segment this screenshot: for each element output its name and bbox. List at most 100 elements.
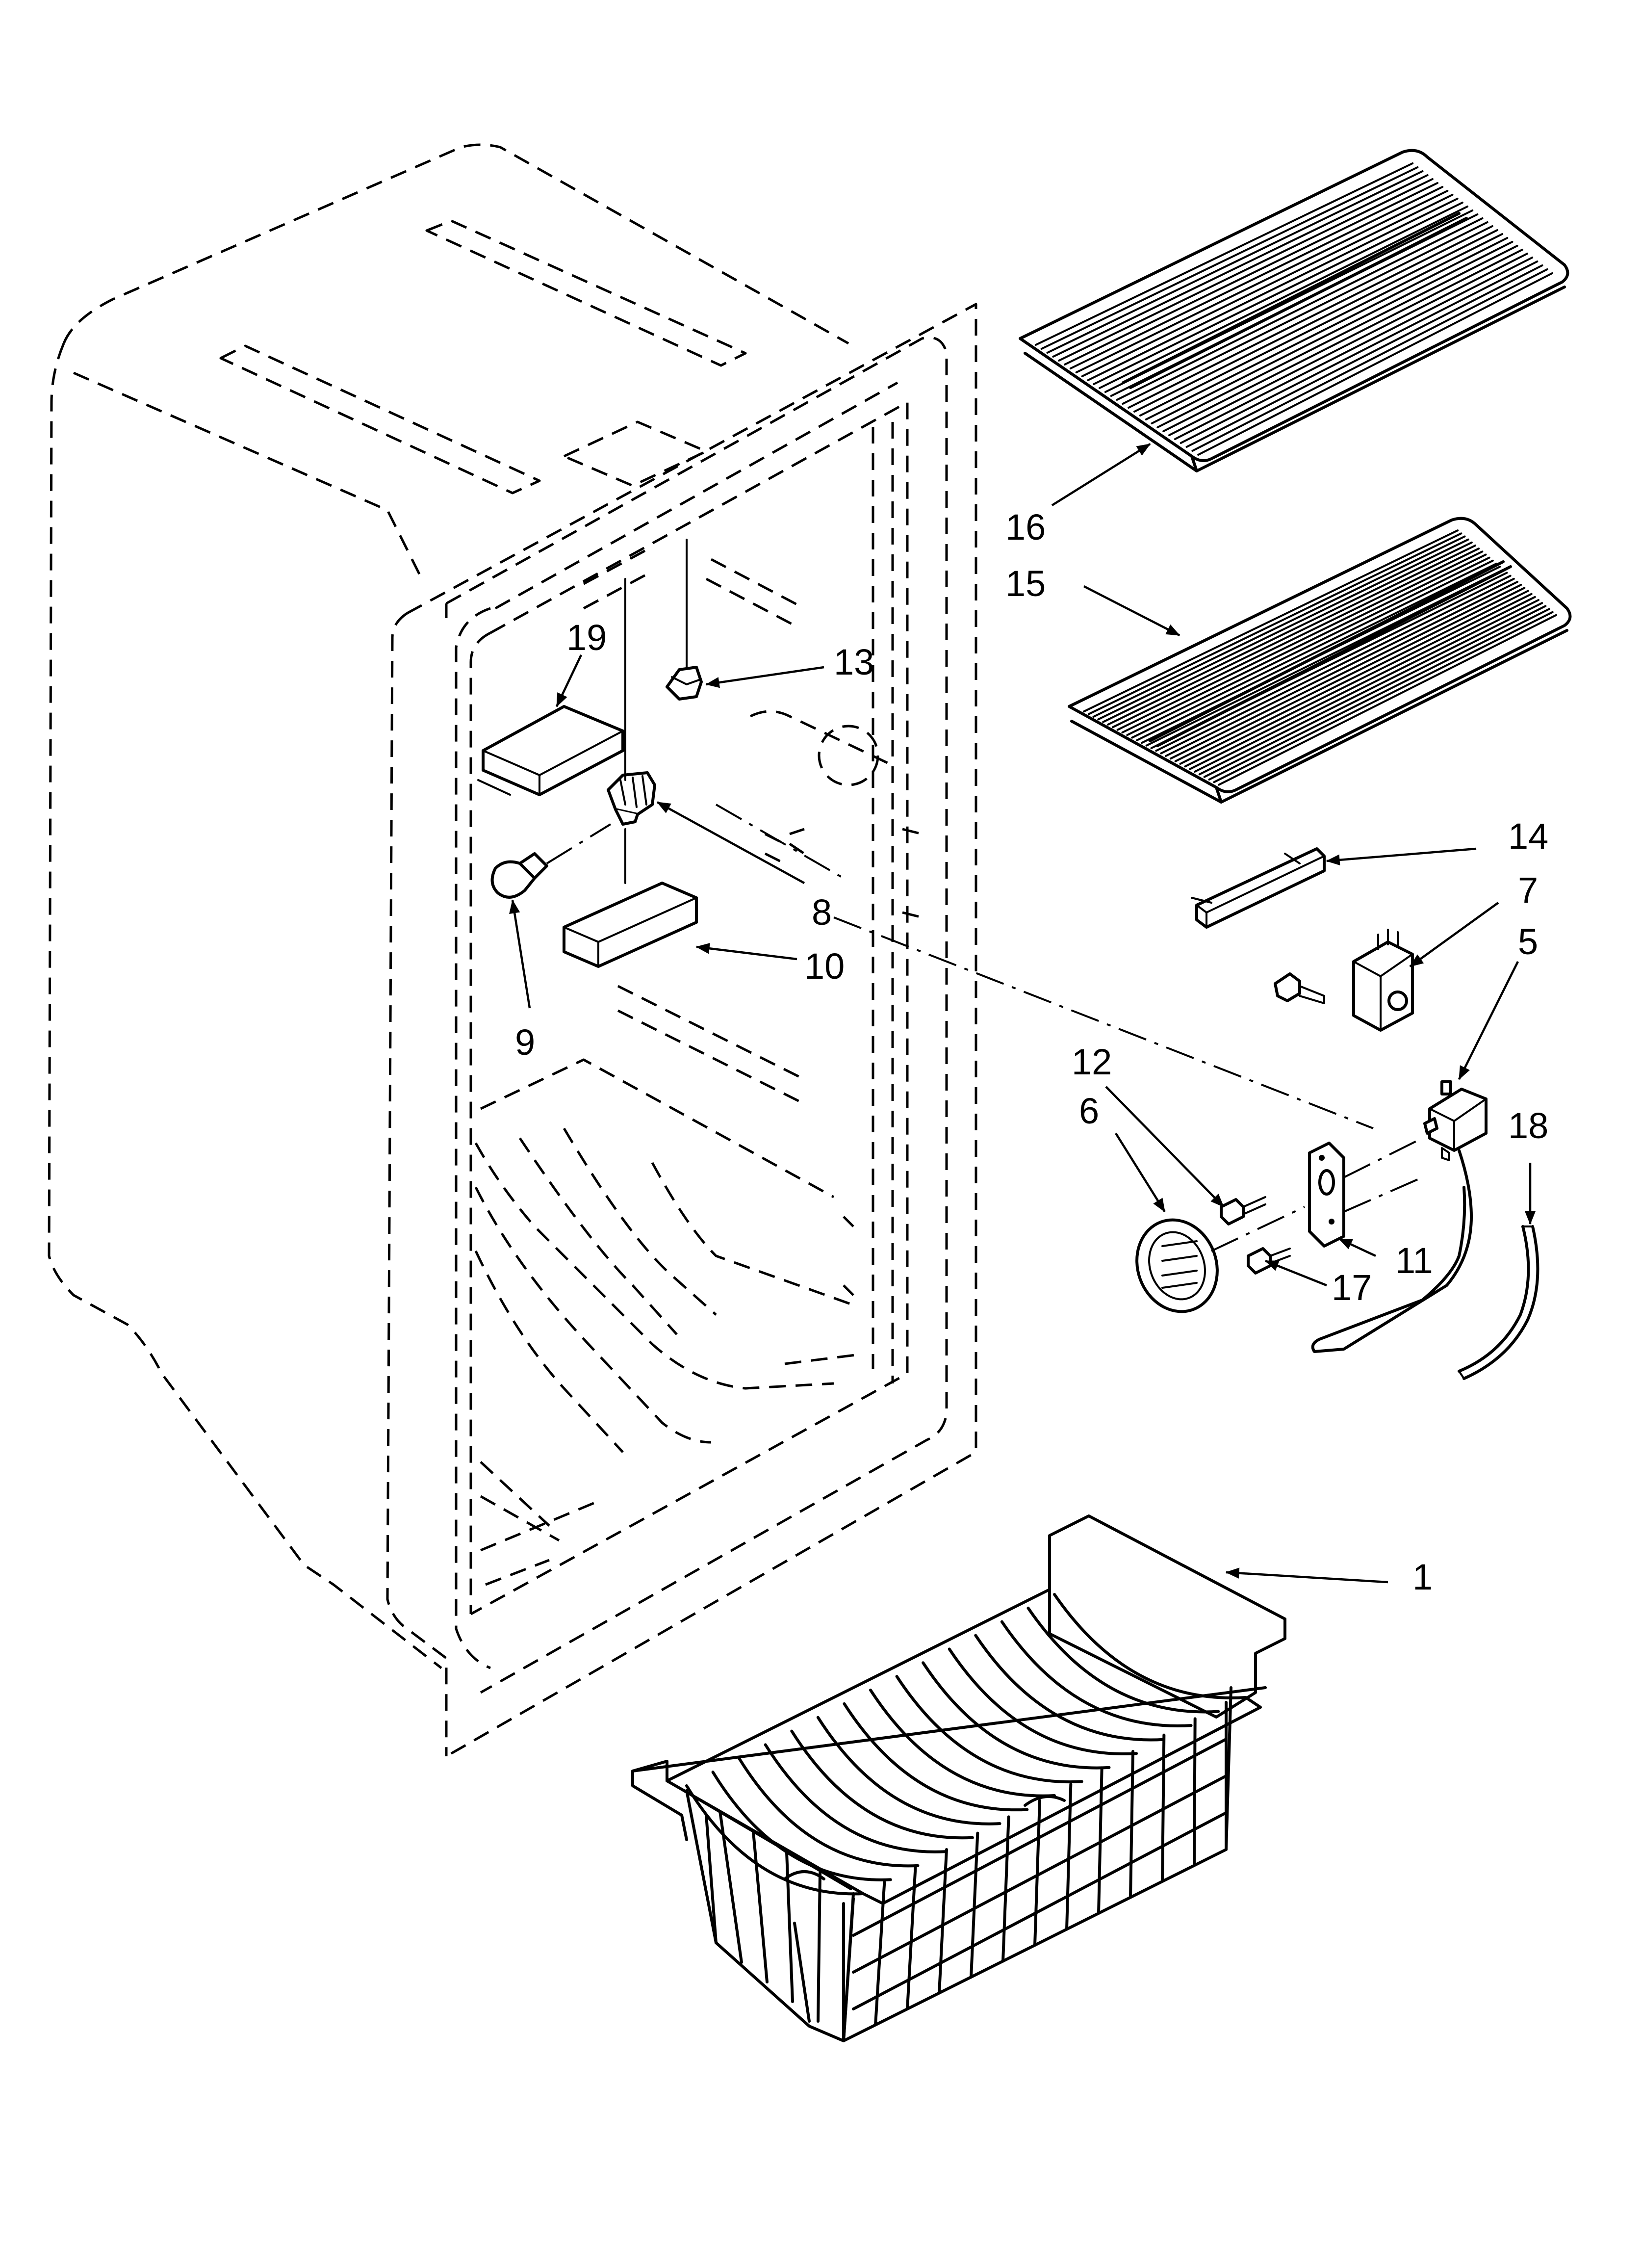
callout-12: 12	[1072, 1042, 1112, 1082]
callout-6: 6	[1079, 1091, 1099, 1131]
wire-rod	[922, 1661, 1111, 1770]
wire-rod	[1128, 225, 1493, 409]
wire-rod	[1140, 566, 1501, 744]
wire-shelf-16	[1019, 149, 1569, 472]
wire-rod	[1026, 1606, 1220, 1714]
wire-rod	[1104, 209, 1474, 393]
wire-rod	[718, 1810, 743, 1964]
callout-16: 16	[1005, 507, 1046, 547]
wire-rod	[1111, 547, 1480, 729]
wire-rod	[974, 1634, 1165, 1742]
wire-rod	[938, 1848, 948, 1995]
wire-rod	[1065, 1782, 1073, 1931]
wire-rod	[1000, 1620, 1193, 1727]
callout-18: 18	[1508, 1105, 1548, 1146]
screw-17	[1247, 1247, 1291, 1275]
callout-14: 14	[1508, 816, 1548, 857]
wire-rod	[1075, 190, 1449, 373]
wire-rod	[738, 1757, 920, 1868]
light-shield-10	[563, 828, 698, 968]
wire-rod	[1087, 532, 1462, 715]
wire-rod	[1218, 614, 1557, 786]
wire-rod	[1198, 602, 1543, 776]
wire-rod	[816, 1716, 1001, 1825]
wire-rod	[1169, 584, 1522, 760]
wire-rod	[1064, 182, 1438, 365]
freezer-cabinet-outline	[48, 143, 977, 1758]
wire-rod	[790, 1729, 974, 1840]
wire-rod	[1213, 611, 1554, 783]
wire-rod	[1121, 553, 1487, 733]
wire-rod	[852, 1738, 1228, 1937]
wire-rod	[1092, 535, 1466, 718]
callout-15: 15	[1005, 563, 1046, 604]
callout-5: 5	[1518, 921, 1538, 962]
wire-rod	[843, 1702, 1029, 1812]
wire-rod	[1052, 174, 1429, 358]
wire-rod	[1046, 170, 1424, 354]
callout-19: 19	[566, 617, 607, 658]
leader-lines	[509, 443, 1536, 1584]
wire-shelf-15	[1068, 517, 1572, 804]
wire-rod	[1165, 581, 1518, 757]
wire-rod	[1155, 574, 1512, 752]
wire-rod	[852, 1774, 1228, 1974]
callout-17: 17	[1332, 1267, 1372, 1308]
callout-10: 10	[804, 946, 845, 987]
wire-rod	[1033, 1799, 1041, 1947]
wire-rod	[1162, 249, 1523, 432]
callout-1: 1	[1412, 1557, 1433, 1597]
wire-rod	[1145, 569, 1505, 747]
wire-rod	[1116, 550, 1484, 731]
wire-rod	[1174, 587, 1526, 762]
wire-rod	[1093, 202, 1463, 385]
wire-rod	[1194, 599, 1539, 773]
wire-rod	[1151, 241, 1514, 424]
callout-11: 11	[1395, 1240, 1433, 1281]
wire-rod	[1040, 166, 1419, 350]
callout-8: 8	[812, 892, 832, 933]
wire-basket-1	[631, 1514, 1286, 2042]
wire-rod	[842, 1892, 855, 2042]
wire-rod	[1133, 229, 1498, 413]
wire-rod	[1136, 563, 1497, 741]
wire-rod	[1081, 194, 1454, 377]
wire-rod	[1102, 541, 1473, 723]
wire-rod	[1208, 608, 1550, 781]
wire-rod	[1131, 559, 1494, 739]
wire-rod	[1001, 1815, 1010, 1963]
wire-rod	[1180, 261, 1539, 444]
wire-rod	[685, 1784, 865, 1896]
wire-rod	[1097, 538, 1469, 721]
light-bulb-9	[490, 823, 612, 899]
light-socket-8	[607, 578, 656, 826]
wire-rod	[970, 1831, 979, 1979]
thermostat-5	[1311, 1080, 1488, 1353]
wire-rod	[906, 1864, 917, 2010]
wire-rod	[1069, 186, 1444, 369]
wire-rod	[764, 1743, 947, 1853]
wire-rod	[685, 1789, 718, 1944]
wire-rod	[1197, 272, 1553, 456]
wire-rod	[711, 1771, 892, 1881]
callout-7: 7	[1518, 870, 1538, 911]
mounting-bracket-11	[716, 804, 1423, 1248]
wire-rod	[1110, 213, 1479, 397]
wire-rod	[948, 1647, 1138, 1756]
wire-rod	[785, 1851, 794, 2003]
light-switch-13	[666, 539, 703, 701]
wire-rod	[1082, 529, 1459, 713]
temperature-control-7	[1274, 929, 1414, 1032]
wire-rod	[1099, 206, 1468, 389]
wire-rod	[1087, 198, 1459, 381]
wire-rod	[1126, 556, 1490, 736]
wire-rod	[1160, 577, 1515, 755]
wire-rod	[1097, 1766, 1103, 1915]
wire-rod	[895, 1675, 1083, 1784]
wire-rod	[1203, 605, 1547, 778]
wire-rod	[874, 1880, 886, 2027]
wire-rod	[1116, 217, 1484, 401]
control-knob-6	[1135, 1206, 1305, 1313]
wire-rod	[1058, 178, 1434, 362]
